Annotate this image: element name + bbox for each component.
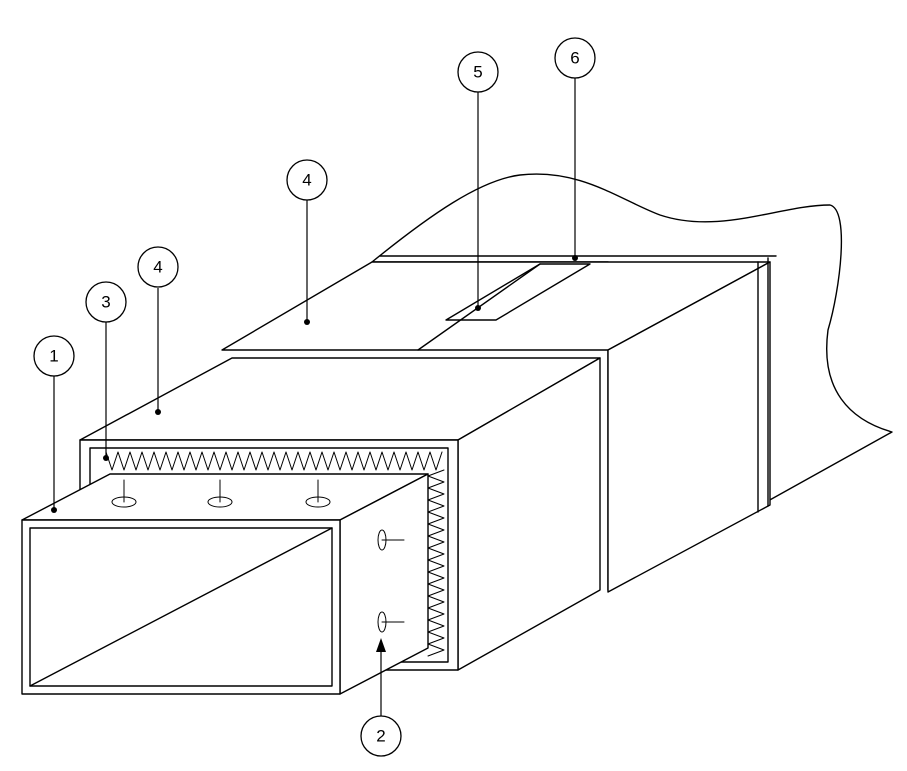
outer-duct-side (607, 261, 771, 593)
callout-3: 3 (85, 281, 127, 323)
callout-4-lower: 4 (137, 246, 179, 288)
callout-3-label: 3 (101, 293, 110, 312)
corrugation-right (427, 469, 445, 657)
callout-1-label: 1 (49, 347, 58, 366)
callout-2: 2 (360, 715, 402, 757)
pins-top (111, 479, 331, 508)
callout-4-lower-label: 4 (153, 258, 162, 277)
tape-strip (445, 263, 591, 321)
callout-4-upper-label: 4 (302, 171, 311, 190)
callout-2-label: 2 (376, 727, 385, 746)
callout-6-label: 6 (570, 49, 579, 68)
callout-6: 6 (554, 37, 596, 79)
corrugation-top (105, 451, 443, 471)
callout-4-upper: 4 (286, 159, 328, 201)
callout-5: 5 (457, 51, 499, 93)
inner-duct-opening (29, 527, 333, 687)
callout-1: 1 (33, 335, 75, 377)
callout-5-label: 5 (473, 63, 482, 82)
inner-duct-diagonal (29, 527, 333, 687)
leaders (51, 78, 578, 716)
pins-side (377, 529, 405, 633)
